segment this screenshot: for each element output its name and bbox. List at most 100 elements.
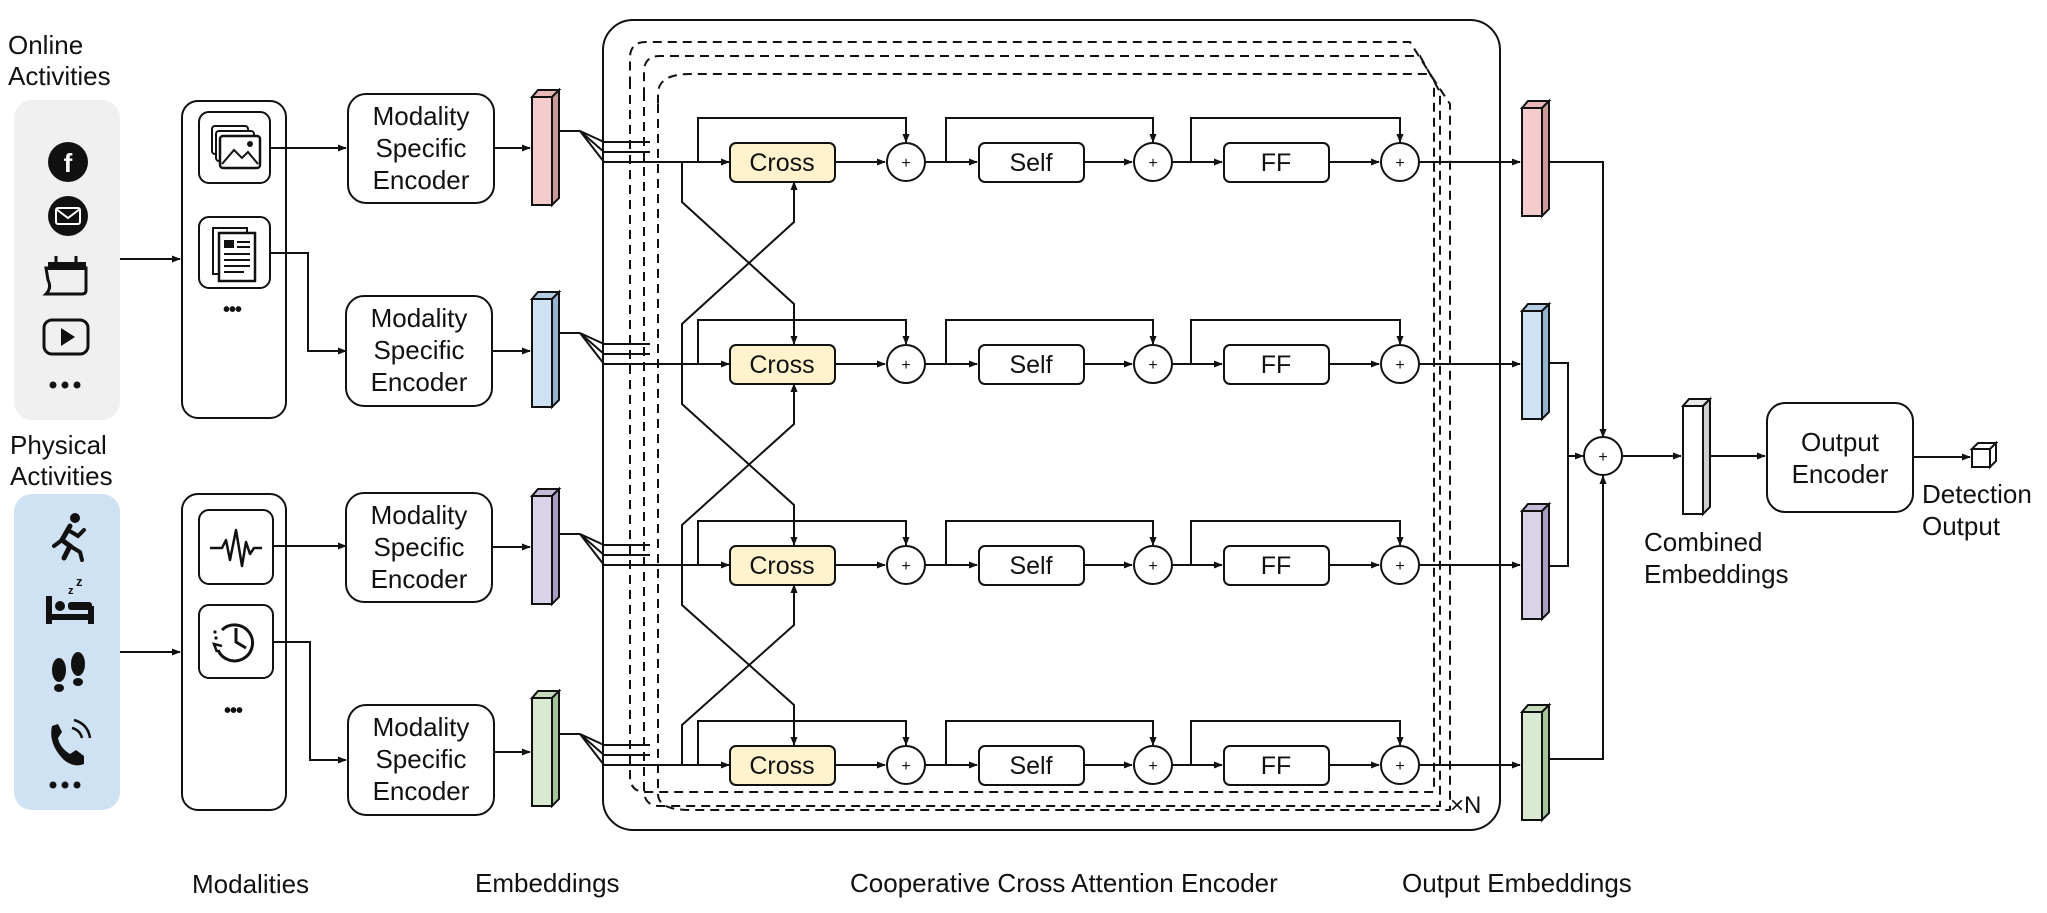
modality-ellipsis: ••• [223,700,243,722]
self-label: Self [1009,752,1052,780]
running-icon [52,513,86,562]
svg-text:f: f [64,148,73,178]
connector-line [681,364,798,546]
connector-line [579,130,730,166]
combined-embedding-bar [1680,396,1713,517]
facebook-icon: f [48,142,88,182]
calendar-icon [42,256,88,296]
combine-plus-node: + [1583,436,1623,476]
detection-output-cube [1969,440,1999,470]
cooperative-cross-attention-encoder-box [602,19,1501,831]
output-embedding-bar [1519,501,1552,622]
plus-label: + [901,155,910,172]
self-label: Self [1009,351,1052,379]
sleep-bed-icon: z z [46,574,94,624]
svg-text:z: z [68,585,74,597]
modalities-caption: Modalities [192,869,310,899]
connector-line [579,533,730,569]
output-embedding-bar [1519,301,1552,422]
clock-history-icon [198,604,274,679]
play-video-icon [42,318,90,356]
physical-activities-title: Physical Activities [10,430,113,491]
modality-ellipsis: ••• [222,299,242,321]
connector-line [945,720,1157,765]
connector-line [697,117,910,162]
online-activities-title: Online Activities [8,30,111,91]
plus-label: + [1395,357,1404,374]
online-activities-panel [14,100,120,420]
connector-line [579,733,650,756]
connector-line [681,181,798,364]
connector-line [1190,117,1404,162]
connector-line [945,319,1157,364]
svg-text:z: z [76,574,83,589]
connector-line [1190,720,1404,765]
output-embeddings-caption: Output Embeddings [1402,868,1632,898]
modality-encoder-box [347,704,495,816]
connector-line [681,383,798,565]
embedding-bar [529,486,562,607]
connector-line [1190,319,1404,364]
plus-label: + [1148,558,1157,575]
more-dots-icon [49,781,81,789]
connector-line [681,565,798,746]
embeddings-caption: Embeddings [475,868,620,898]
connector-line [579,332,650,345]
plus-label: + [901,357,910,374]
connector-line [681,162,798,345]
more-dots-icon [49,381,81,389]
self-label: Self [1009,149,1052,177]
footsteps-icon [52,652,85,692]
embedding-bar [529,688,562,809]
self-label: Self [1009,552,1052,580]
plus-label: + [901,758,910,775]
cross-label: Cross [749,752,814,780]
encoder-rows: Cross + Self + FF + Cross + Self + FF + Cross + Self + F… [559,117,1521,786]
connector-line [579,130,650,153]
plus-label: + [1395,758,1404,775]
ff-label: FF [1261,351,1292,379]
connector-line [681,584,798,765]
ff-label: FF [1261,552,1292,580]
connector-line [579,733,730,769]
connector-line [579,533,650,546]
plus-label: + [1395,558,1404,575]
plus-label: + [1148,357,1157,374]
svg-text:+: + [1598,449,1607,466]
cross-label: Cross [749,149,814,177]
waveform-icon [198,509,274,585]
embedding-bar [529,289,562,410]
connector-line [945,520,1157,565]
connector-line [697,520,910,565]
connector-line [1190,520,1404,565]
plus-label: + [1148,758,1157,775]
plus-label: + [901,558,910,575]
output-embedding-bar [1519,98,1552,219]
connector-line [579,332,730,368]
embedding-bar [529,87,562,208]
ff-label: FF [1261,149,1292,177]
connector-line [697,319,910,364]
cross-label: Cross [749,351,814,379]
plus-label: + [1395,155,1404,172]
connector-line [579,733,650,746]
connector-line [579,130,650,143]
physical-activities-panel [14,494,120,810]
connector-line [579,533,650,556]
connector-line [579,332,650,355]
ff-label: FF [1261,752,1292,780]
connector-line [697,720,910,765]
phone-call-icon [51,718,92,766]
connector-line [945,117,1157,162]
repeat-count-label: ×N [1450,792,1482,819]
document-icon [198,216,271,289]
